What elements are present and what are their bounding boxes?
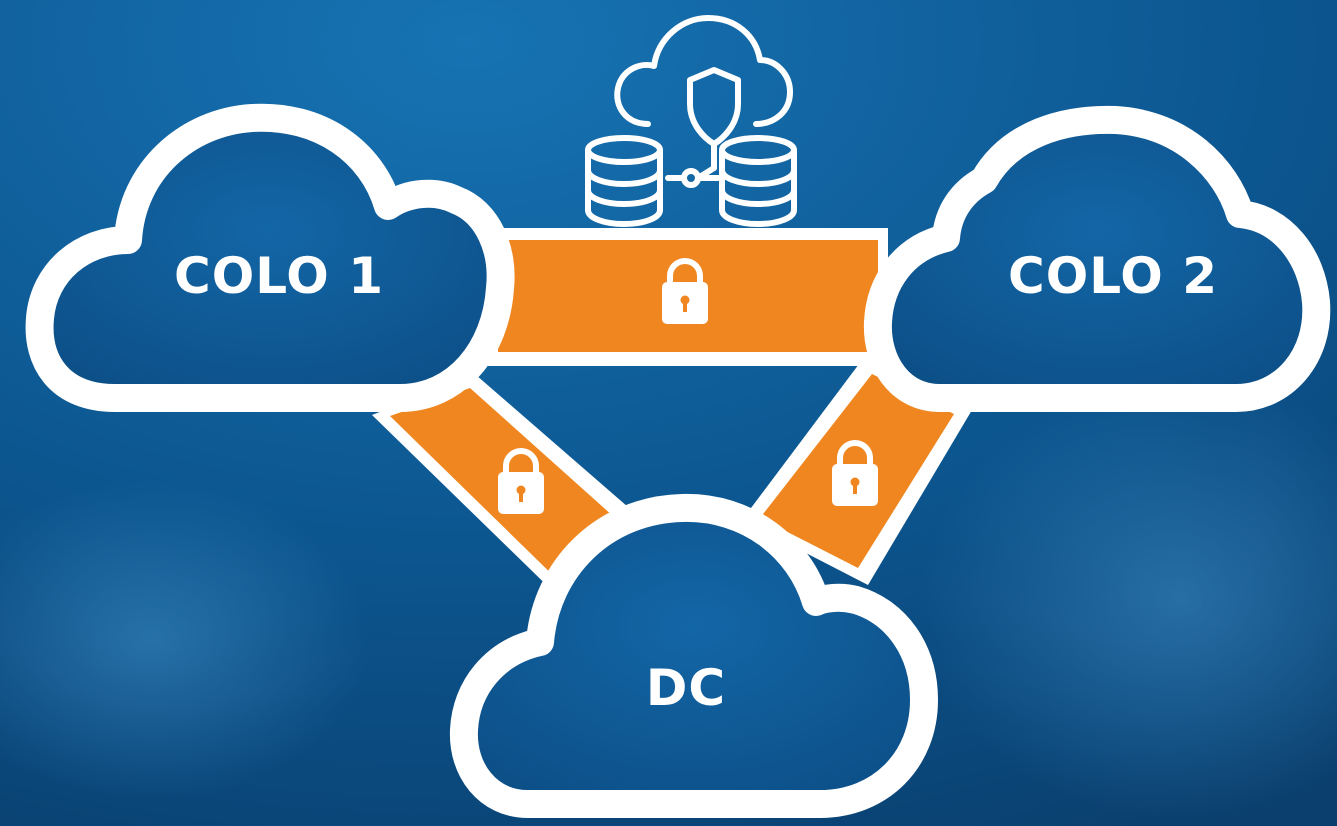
database-icon [719, 135, 797, 227]
link-colo1-colo2 [488, 228, 888, 366]
cloud-outline-icon [614, 15, 793, 127]
lock-icon [832, 440, 878, 506]
cloud-dc [449, 493, 938, 818]
database-icon [585, 135, 663, 227]
dc-label: DC [645, 659, 727, 717]
lock-icon [498, 448, 544, 514]
cloud-colo2 [863, 105, 1331, 412]
lock-icon [662, 258, 708, 324]
cloud-security-database-icon [585, 15, 797, 227]
background-haze [0, 480, 370, 800]
colo2-label: COLO 2 [1008, 247, 1218, 305]
background-haze [920, 380, 1337, 820]
cloud-colo1 [25, 103, 515, 412]
colo1-label: COLO 1 [174, 247, 384, 305]
